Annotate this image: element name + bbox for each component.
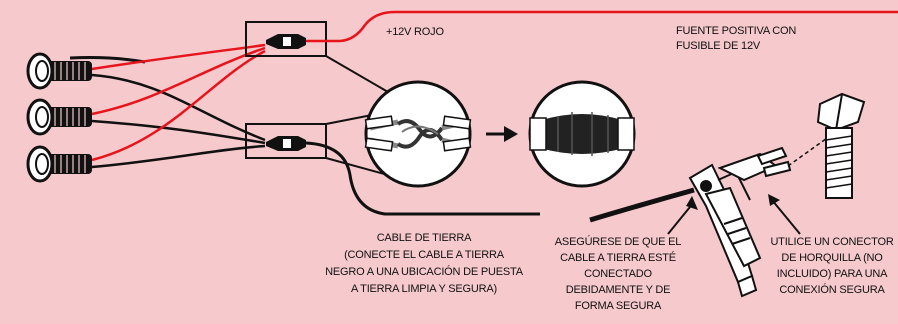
fork-label-line-3: INCLUIDO) PARA UNA: [777, 268, 888, 280]
bolt-icon: [816, 92, 866, 199]
twisted-wire-icon: [364, 80, 472, 188]
ground-label-line-4: A TIERRA LIMPIA Y SEGURA): [351, 283, 497, 295]
secure-label-line-4: DEBIDAMENTE Y DE: [566, 284, 671, 296]
secure-label-line-3: CONECTADO: [584, 268, 652, 280]
ground-connector: [245, 123, 327, 159]
fork-label-line-2: DE HORQUILLA (NO: [781, 252, 883, 264]
ground-wire: [305, 141, 540, 216]
ground-clip-wire: [589, 187, 695, 223]
ground-label-line-1: CABLE DE TIERRA: [377, 232, 472, 244]
alligator-clip-icon: [688, 163, 762, 298]
led-wires: [91, 43, 266, 169]
fork-label-line-1: UTILICE UN CONECTOR: [770, 236, 893, 248]
led-light-icon: [26, 52, 146, 90]
positive-label: +12V ROJO: [386, 26, 444, 38]
ground-label-line-3: NEGRO A UNA UBICACIÓN DE PUESTA: [325, 265, 524, 278]
led-light-icon: [26, 98, 92, 136]
fuse-label-line-1: FUENTE POSITIVA CON: [676, 25, 796, 37]
fuse-label-line-2: FUSIBLE DE 12V: [676, 40, 761, 52]
secure-label-line-2: CABLE A TIERRA ESTÉ: [560, 251, 676, 264]
crimp-connector-icon: [266, 34, 306, 49]
magnifier-callout-lines: [325, 55, 389, 176]
fork-terminal-icon: [717, 146, 792, 182]
ground-label-line-2: (CONECTE EL CABLE A TIERRA: [344, 249, 505, 261]
crimp-connector-icon: [266, 136, 306, 151]
callout-arrow: [667, 196, 698, 235]
fork-label-line-4: CONEXIÓN SEGURA: [779, 283, 885, 296]
taped-splice-icon: [528, 80, 636, 188]
secure-label-line-5: FORMA SEGURA: [575, 300, 662, 312]
bolt-guide-line: [787, 135, 831, 167]
callout-arrow: [768, 194, 801, 235]
led-light-icon: [26, 145, 92, 183]
secure-label-line-1: ASEGÚRESE DE QUE EL: [555, 235, 681, 248]
positive-supply-wire: [339, 10, 898, 43]
arrow-right-icon: [486, 126, 518, 142]
positive-connector: [245, 21, 340, 57]
